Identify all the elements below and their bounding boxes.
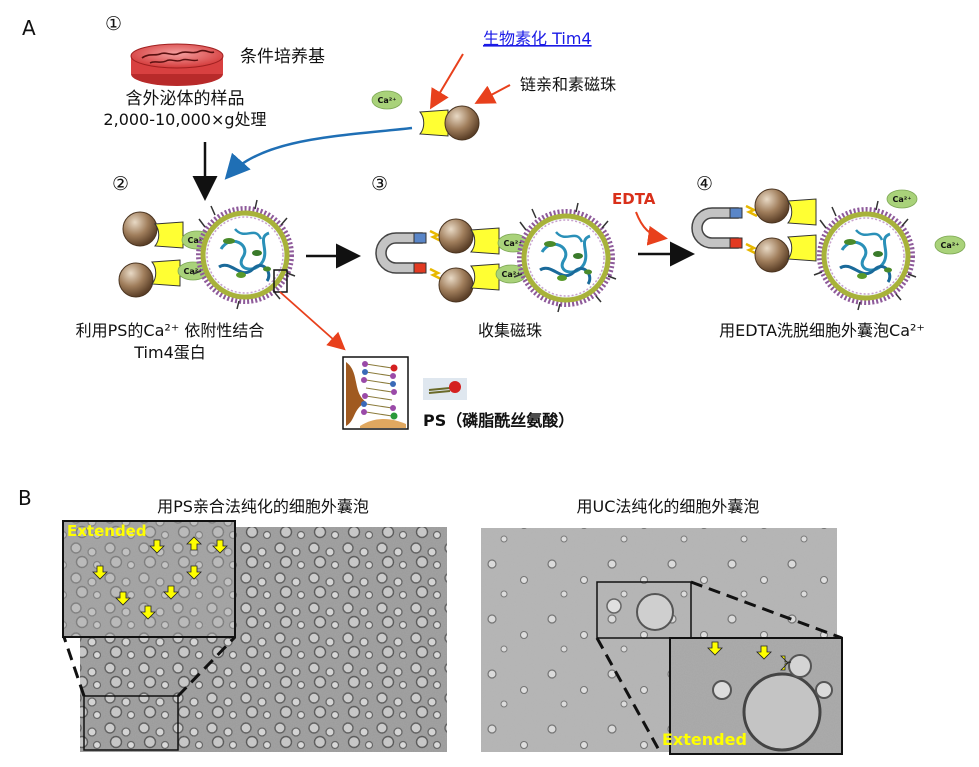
step-2-marker: ② xyxy=(112,173,129,195)
step-1-marker: ① xyxy=(105,13,122,35)
uc-tem-inset: Extended xyxy=(662,637,843,755)
svg-text:Ca²⁺: Ca²⁺ xyxy=(893,195,912,204)
sample-label-line1: 含外泌体的样品 xyxy=(126,89,245,109)
edta-label: EDTA xyxy=(612,190,656,208)
step3-vesicle-icon xyxy=(514,203,616,312)
uc-purified-title: 用UC法纯化的细胞外囊泡 xyxy=(577,497,760,516)
biotin-tim4-label: 生物素化 Tim4 xyxy=(483,29,592,48)
tim4-pointer-arrow xyxy=(429,53,464,110)
bead-pointer-arrow xyxy=(474,84,511,104)
svg-text:Ca²⁺: Ca²⁺ xyxy=(504,239,523,248)
culture-dish-icon xyxy=(130,43,224,86)
step-4-marker: ④ xyxy=(696,173,713,195)
free-ca-ion-2: Ca²⁺ xyxy=(934,235,966,255)
step3-caption: 收集磁珠 xyxy=(478,321,542,340)
svg-text:Ca²⁺: Ca²⁺ xyxy=(941,241,960,250)
streptavidin-beads-label: 链亲和素磁珠 xyxy=(520,75,616,94)
panel-b-label: B xyxy=(18,486,32,510)
tim4-tag-icon xyxy=(419,109,449,137)
svg-text:Ca²⁺: Ca²⁺ xyxy=(378,96,397,105)
svg-text:Ca²⁺: Ca²⁺ xyxy=(184,267,203,276)
svg-text:Ca²⁺: Ca²⁺ xyxy=(502,270,521,279)
edta-arrow xyxy=(635,211,668,246)
step3-bead-complex: Ca²⁺ Ca²⁺ xyxy=(438,218,529,303)
right-extended-label: Extended xyxy=(662,730,747,749)
step2-bead-complex: Ca²⁺ Ca²⁺ xyxy=(118,211,213,298)
step4-released-beads xyxy=(754,188,817,273)
membrane-zoom-arrow xyxy=(279,291,346,351)
svg-text:Ca²⁺: Ca²⁺ xyxy=(188,236,207,245)
left-extended-label: Extended xyxy=(67,522,147,540)
ps-tem-inset: Extended xyxy=(62,520,236,638)
ca-ion-icon: Ca²⁺ xyxy=(371,90,403,110)
step4-vesicle-icon xyxy=(814,201,916,310)
magnetic-bead-icon xyxy=(444,105,480,141)
ps-molecule-icon xyxy=(423,378,467,400)
step4-caption: 用EDTA洗脱细胞外囊泡Ca²⁺ xyxy=(719,321,925,340)
free-ca-ion-1: Ca²⁺ xyxy=(886,189,918,209)
reagent-addition-arrow xyxy=(224,126,413,180)
magnet-icon xyxy=(374,229,443,281)
ps-membrane-inset xyxy=(342,356,409,430)
step2-caption-line1: 利用PS的Ca²⁺ 依附性结合 xyxy=(76,321,265,340)
step-3-marker: ③ xyxy=(371,173,388,195)
sample-label-line2: 2,000-10,000×g处理 xyxy=(103,110,266,129)
step2-caption-line2: Tim4蛋白 xyxy=(133,343,206,362)
ps-purified-title: 用PS亲合法纯化的细胞外囊泡 xyxy=(157,497,369,516)
ps-label: PS（磷脂酰丝氨酸） xyxy=(423,411,574,430)
panel-a-label: A xyxy=(22,16,36,40)
conditioned-medium-label: 条件培养基 xyxy=(240,47,325,67)
magnet-icon-step4 xyxy=(690,204,759,256)
